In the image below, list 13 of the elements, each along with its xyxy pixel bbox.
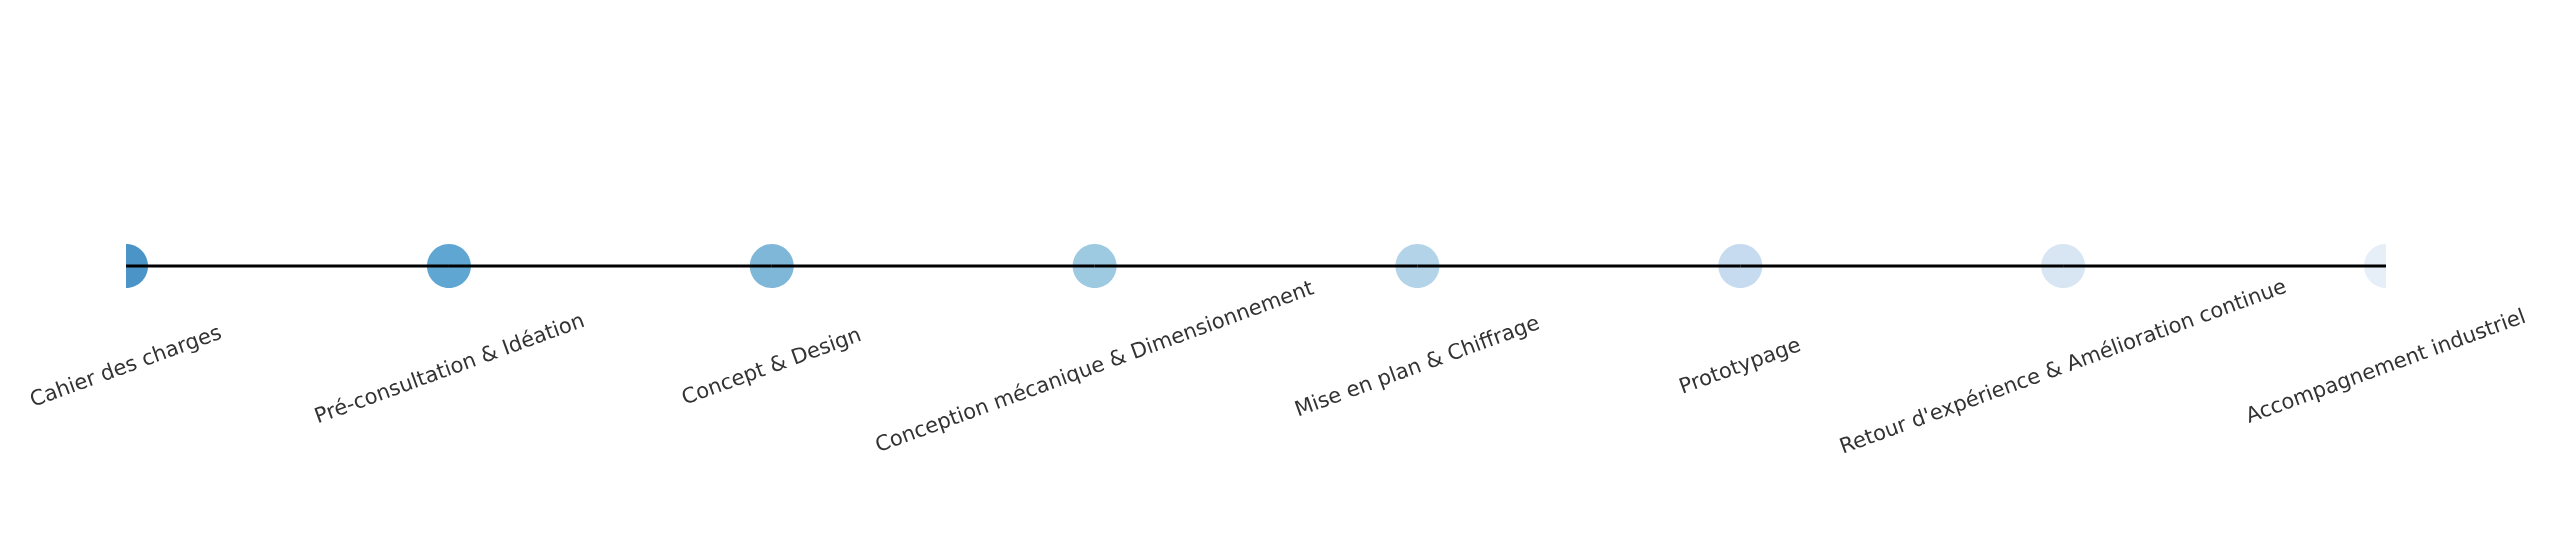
timeline-line [126, 264, 449, 268]
timeline-line [2063, 264, 2386, 268]
timeline-dot [749, 244, 794, 288]
timeline-line [771, 264, 1095, 268]
timeline-dot [1072, 244, 1117, 288]
timeline-line [1417, 264, 1741, 268]
timeline-line [1740, 264, 2064, 268]
timeline-line [1094, 264, 1418, 268]
timeline-dot [2041, 244, 2086, 288]
timeline-dot [1395, 244, 1440, 288]
timeline-line [448, 264, 772, 268]
timeline-dot [1718, 244, 1763, 288]
timeline-dot [426, 244, 471, 288]
